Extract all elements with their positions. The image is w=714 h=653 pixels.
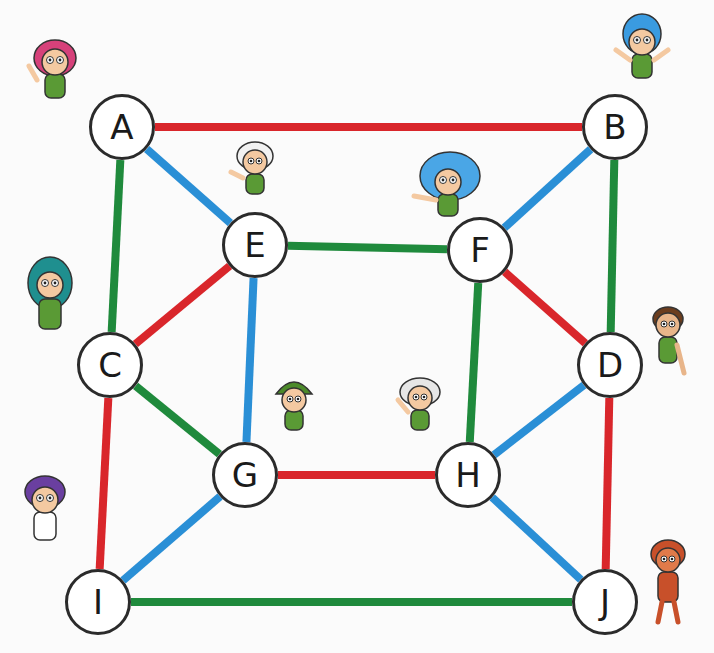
connector-line xyxy=(504,149,590,228)
character-figure xyxy=(651,540,685,622)
letter-circle: B xyxy=(582,94,648,160)
node-letter: E xyxy=(244,228,265,262)
connector-line xyxy=(606,398,610,569)
letter-circle: I xyxy=(65,569,131,635)
node-letter: H xyxy=(455,458,481,492)
connector-line xyxy=(131,598,572,606)
connector-line xyxy=(470,283,478,442)
character-figure xyxy=(653,307,684,373)
letter-circle: C xyxy=(77,332,143,398)
node-letter: B xyxy=(603,110,626,144)
character-figure xyxy=(276,382,312,430)
connector-line xyxy=(278,471,435,479)
letter-circle: G xyxy=(212,442,278,508)
letter-circle: D xyxy=(577,332,643,398)
character-figure xyxy=(231,142,273,194)
letter-circle: F xyxy=(447,217,513,283)
connector-line xyxy=(136,386,220,454)
node-letter: G xyxy=(232,458,258,492)
connector-line xyxy=(246,278,253,442)
node-letter: F xyxy=(470,233,490,267)
node-letter: A xyxy=(110,110,133,144)
letter-circle: H xyxy=(435,442,501,508)
connector-line xyxy=(155,123,582,131)
character-figure xyxy=(398,378,440,430)
connector-line xyxy=(123,497,220,581)
character-figure xyxy=(28,257,72,329)
connector-line xyxy=(100,398,109,569)
connector-line xyxy=(492,497,581,579)
character-figure xyxy=(414,152,480,216)
connector-line xyxy=(611,160,615,332)
character-figure xyxy=(616,14,668,78)
connector-line xyxy=(147,149,231,223)
node-letter: D xyxy=(597,348,623,382)
node-letter: J xyxy=(600,585,610,619)
letter-circle: A xyxy=(89,94,155,160)
node-letter: I xyxy=(93,585,103,619)
connector-line xyxy=(505,272,586,343)
connector-line xyxy=(494,385,584,455)
character-figure xyxy=(25,476,65,540)
letter-circle: J xyxy=(572,569,638,635)
connector-line xyxy=(112,160,121,332)
connector-line xyxy=(135,266,229,344)
connector-line xyxy=(288,246,447,250)
character-figure xyxy=(29,40,76,98)
letter-circle: E xyxy=(222,212,288,278)
node-letter: C xyxy=(98,348,122,382)
